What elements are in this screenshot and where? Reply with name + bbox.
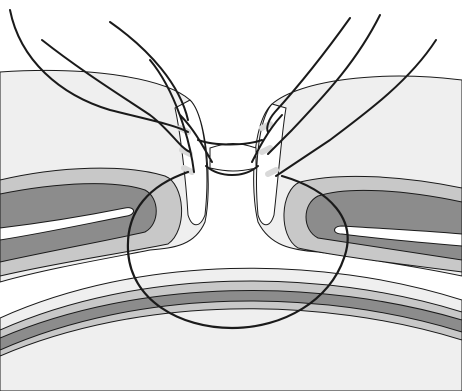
- junction-bridge: [210, 144, 256, 172]
- suture-thread-center-top: [198, 140, 262, 145]
- lower-wall: [0, 268, 462, 391]
- suture-entry-mark: [262, 148, 270, 152]
- suture-entry-mark: [268, 170, 276, 174]
- anastomosis-junction: [210, 144, 256, 172]
